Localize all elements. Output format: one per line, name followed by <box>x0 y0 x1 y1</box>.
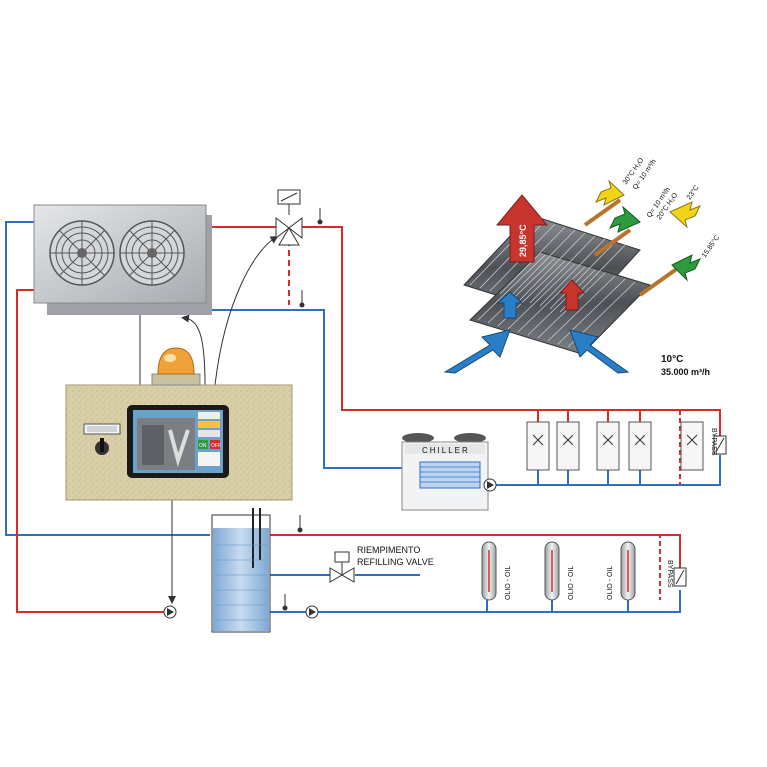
label-air-in-temp: 10°C <box>661 354 683 365</box>
heat-exchanger <box>443 179 702 374</box>
arrow-air-out <box>495 194 549 263</box>
label-air-out-temp: 29,85°C <box>518 224 528 257</box>
arrow-water-in-2 <box>608 205 641 233</box>
hot-pipe-left <box>16 289 165 613</box>
cold-pipe-fan-chiller <box>206 309 404 469</box>
chiller: CHILLER <box>401 433 497 511</box>
arrow-air-in-right <box>569 329 630 374</box>
control-panel: ON OFF <box>65 347 293 501</box>
arrow-air-in-left <box>443 329 511 374</box>
label-out-temp-1: 23°C <box>685 184 701 201</box>
oil-cooler-1: OLIO - OIL <box>481 541 512 601</box>
three-way-valve-icon <box>275 189 303 246</box>
tank-icon <box>211 508 271 633</box>
refill-valve-line2: REFILLING VALVE <box>357 557 434 567</box>
oil-label-3: OLIO - OIL <box>607 566 614 600</box>
hot-manifold-top <box>537 410 641 422</box>
arrow-small-red <box>558 279 586 311</box>
fan-icon <box>119 220 185 286</box>
solenoid-valve-icon <box>329 551 355 583</box>
piping <box>5 221 721 613</box>
bypass-top-label: BYPASS <box>710 428 717 456</box>
pump-icon <box>305 605 319 619</box>
beacon-icon <box>151 347 201 386</box>
chiller-label: CHILLER <box>422 446 470 455</box>
cold-pipe-chiller-manifold <box>480 455 721 486</box>
refill-valve-line1: RIEMPIMENTO <box>357 545 420 555</box>
pump-icon <box>483 478 497 492</box>
signal-line-3 <box>214 235 279 386</box>
cold-pipe-oil-return <box>268 590 681 613</box>
arrow-water-out-2 <box>671 254 702 282</box>
oil-branches <box>486 600 629 612</box>
oil-coolers: OLIO - OIL OLIO - OIL OLIO - OIL <box>481 541 687 601</box>
temperature-probe <box>282 208 323 611</box>
signal-line-2 <box>181 314 206 386</box>
hot-pipe-oil-dashed <box>618 534 661 600</box>
filter-icon <box>673 567 687 587</box>
arrow-small-blue <box>496 291 524 319</box>
oil-cooler-2: OLIO - OIL <box>544 541 575 601</box>
arrow-water-out-1 <box>669 201 702 229</box>
label-out-temp-2: 15,85°C <box>700 234 721 259</box>
manifold-modules <box>526 421 727 471</box>
hot-pipe-valve-right <box>300 226 721 436</box>
cold-manifold-bottom <box>537 470 641 485</box>
filter-icon <box>713 435 727 455</box>
oil-cooler-3: OLIO - OIL <box>607 541 636 601</box>
hot-pipe-tank-oil <box>268 534 681 568</box>
oil-label-2: OLIO - OIL <box>568 566 575 600</box>
arrow-water-in-1 <box>594 179 625 206</box>
oil-label-1: OLIO - OIL <box>505 566 512 600</box>
fan-cooler-unit <box>33 204 212 315</box>
cold-pipe-left <box>5 221 210 536</box>
label-air-in-flow: 35.000 m³/h <box>661 367 710 377</box>
bypass-bottom-label: BYPASS <box>666 560 673 588</box>
touchscreen-icon: ON OFF <box>127 405 229 478</box>
selector-switch-icon <box>83 423 121 455</box>
screen-off-button: OFF <box>211 443 221 449</box>
screen-on-button: ON <box>199 443 207 449</box>
fan-icon <box>49 220 115 286</box>
pump-icon <box>163 605 177 619</box>
